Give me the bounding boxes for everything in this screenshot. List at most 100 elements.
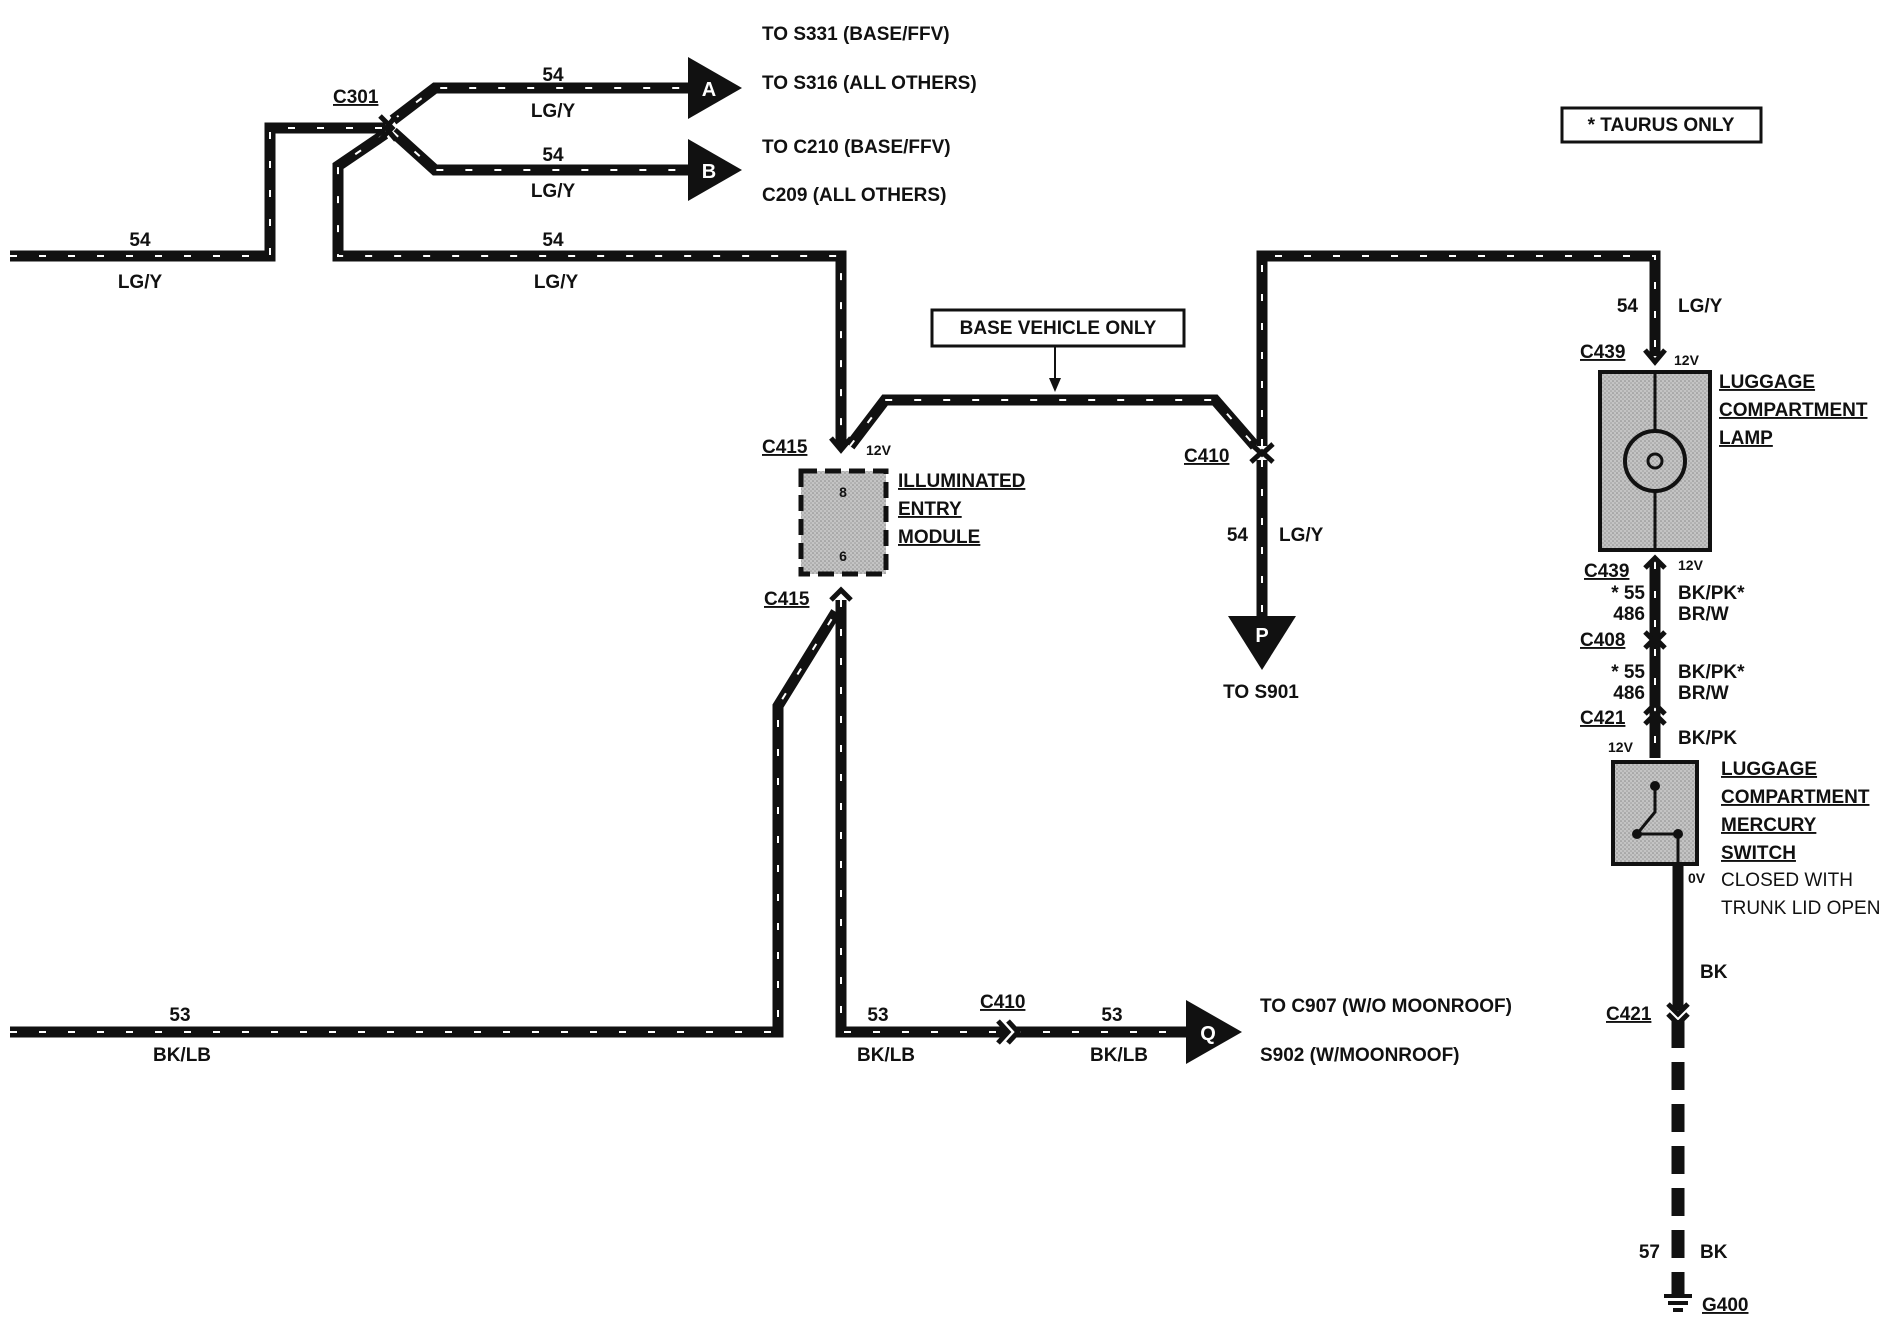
wire-486-b-number: 486 xyxy=(1613,683,1645,704)
c301-connector xyxy=(378,114,398,142)
wire-54-b-color: LG/Y xyxy=(531,181,576,202)
wire-486-a-color: BR/W xyxy=(1678,604,1729,625)
switch-note-line2: TRUNK LID OPEN xyxy=(1721,898,1880,919)
wire-54-mid-color: LG/Y xyxy=(534,272,579,293)
c421-lower-label: C421 xyxy=(1606,1004,1652,1025)
wire-54-a-color: LG/Y xyxy=(531,101,576,122)
destination-q-line1: TO C907 (W/O MOONROOF) xyxy=(1260,996,1512,1017)
switch-label-line4: SWITCH xyxy=(1721,843,1796,864)
switch-label-line3: MERCURY xyxy=(1721,815,1817,836)
wire-54-base-vehicle xyxy=(845,394,1260,450)
switch-label-line2: COMPARTMENT xyxy=(1721,787,1870,808)
wire-54-branch-a xyxy=(389,82,700,125)
base-vehicle-only-box xyxy=(930,308,1186,348)
wire-54-right-color: LG/Y xyxy=(1678,296,1723,317)
c415-top-label: C415 xyxy=(762,437,808,458)
destination-q-arrow xyxy=(1186,1000,1242,1064)
wire-bkpk-color: BK/PK xyxy=(1678,728,1737,749)
wire-54-right-number: 54 xyxy=(1617,296,1639,317)
switch-lever-icon xyxy=(1633,786,1678,836)
c415-top-connector xyxy=(829,436,853,454)
lamp-label-line2: COMPARTMENT xyxy=(1719,400,1868,421)
destination-a-line1: TO S331 (BASE/FFV) xyxy=(762,24,950,45)
wire-54-b-number: 54 xyxy=(542,145,564,166)
destination-p-letter: P xyxy=(1255,625,1268,647)
c439-bottom-label: C439 xyxy=(1584,561,1629,582)
bulb-icon xyxy=(1623,429,1687,493)
voltage-lamp-top: 12V xyxy=(1674,352,1700,368)
voltage-switch-bottom: 0V xyxy=(1688,870,1706,886)
c408-label: C408 xyxy=(1580,630,1625,651)
c410-bottom-label: C410 xyxy=(980,992,1025,1013)
ground-icon xyxy=(1664,1294,1692,1312)
wire-bk-color: BK xyxy=(1700,962,1728,983)
wire-486-a-number: 486 xyxy=(1613,604,1645,625)
c415-bottom-label: C415 xyxy=(764,589,810,610)
g400-label: G400 xyxy=(1702,1295,1748,1316)
c421-lower-connector xyxy=(1666,1002,1690,1028)
c421-upper-label: C421 xyxy=(1580,708,1626,729)
wire-53-left xyxy=(10,609,841,1038)
wire-54-p-color: LG/Y xyxy=(1279,525,1324,546)
wire-54-left-color: LG/Y xyxy=(118,272,163,293)
voltage-switch-top: 12V xyxy=(1608,739,1634,755)
iem-pin-bottom: 6 xyxy=(839,548,847,564)
c439-top-label: C439 xyxy=(1580,342,1625,363)
illuminated-entry-module xyxy=(798,468,889,577)
wire-54-a-number: 54 xyxy=(542,65,564,86)
destination-p-label: TO S901 xyxy=(1223,682,1299,703)
iem-label-line3: MODULE xyxy=(898,527,980,548)
bulb-filament-icon xyxy=(1646,452,1664,470)
wire-54-to-c415 xyxy=(332,129,847,446)
luggage-compartment-mercury-switch xyxy=(1611,760,1699,866)
destination-b-line2: C209 (ALL OTHERS) xyxy=(762,185,946,206)
taurus-only-note: * TAURUS ONLY xyxy=(1588,115,1735,136)
c410-bottom-connector xyxy=(996,1019,1022,1045)
iem-label-line1: ILLUMINATED xyxy=(898,471,1025,492)
taurus-only-box xyxy=(1560,106,1763,144)
wire-53-left-number: 53 xyxy=(169,1005,190,1026)
wire-54-branch-b xyxy=(389,127,700,176)
wire-55-b-color: BK/PK* xyxy=(1678,662,1745,683)
wire-53-q-number: 53 xyxy=(1101,1005,1122,1026)
destination-b-letter: B xyxy=(702,161,716,183)
wire-57-number: 57 xyxy=(1639,1242,1660,1263)
wire-486-b-color: BR/W xyxy=(1678,683,1729,704)
c410-mid-label: C410 xyxy=(1184,446,1229,467)
wire-54-to-lamp xyxy=(1256,250,1661,446)
c410-mid-connector xyxy=(1249,442,1275,464)
wire-54-left-number: 54 xyxy=(129,230,151,251)
wire-53-mid-color: BK/LB xyxy=(857,1045,915,1066)
destination-a-line2: TO S316 (ALL OTHERS) xyxy=(762,73,977,94)
base-vehicle-only-note: BASE VEHICLE ONLY xyxy=(960,318,1157,339)
wire-53-mid-number: 53 xyxy=(867,1005,888,1026)
c421-upper-connector xyxy=(1643,700,1667,726)
destination-a-arrow xyxy=(688,57,742,119)
wire-53-to-c410 xyxy=(835,600,1005,1038)
wire-57-color: BK xyxy=(1700,1242,1728,1263)
destination-a-letter: A xyxy=(702,79,716,101)
wire-54-mid-number: 54 xyxy=(542,230,564,251)
destination-b-arrow xyxy=(688,139,742,201)
destination-q-letter: Q xyxy=(1200,1023,1216,1045)
voltage-iem: 12V xyxy=(866,442,892,458)
voltage-lamp-bottom: 12V xyxy=(1678,557,1704,573)
wire-53-q-color: BK/LB xyxy=(1090,1045,1148,1066)
c408-connector xyxy=(1643,630,1667,650)
lamp-label-line1: LUGGAGE xyxy=(1719,372,1815,393)
wire-54-p-number: 54 xyxy=(1227,525,1249,546)
destination-q-line2: S902 (W/MOONROOF) xyxy=(1260,1045,1460,1066)
c301-label: C301 xyxy=(333,87,379,108)
switch-label-line1: LUGGAGE xyxy=(1721,759,1817,780)
destination-b-line1: TO C210 (BASE/FFV) xyxy=(762,137,951,158)
base-vehicle-pointer-head xyxy=(1049,378,1061,392)
destination-p-arrow xyxy=(1228,616,1296,670)
wire-55-b-number: * 55 xyxy=(1611,662,1645,683)
iem-label-line2: ENTRY xyxy=(898,499,962,520)
wire-55-a-number: * 55 xyxy=(1611,583,1645,604)
c439-top-connector xyxy=(1643,348,1667,366)
wire-55-a-color: BK/PK* xyxy=(1678,583,1745,604)
lamp-label-line3: LAMP xyxy=(1719,428,1773,449)
wire-54-left xyxy=(10,122,385,262)
